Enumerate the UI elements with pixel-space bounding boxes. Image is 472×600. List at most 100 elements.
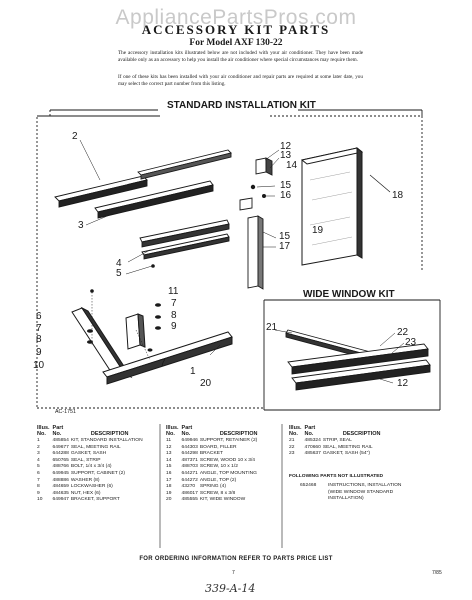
description-cell: BOARD, FILLER [199, 444, 237, 450]
illus-no-cell: 23 [289, 451, 295, 457]
callout-21: 21 [266, 322, 278, 333]
page-title: ACCESSORY KIT PARTS [141, 22, 331, 37]
header-illus: Illus.No. [289, 425, 302, 437]
part-no-cell: 486017 [181, 490, 198, 496]
description-cell: ANGLE, TOP (2) [199, 477, 237, 483]
part-no-cell: 644303 [181, 444, 198, 450]
header-illus: Illus.No. [37, 425, 50, 437]
callout-15a: 15 [280, 180, 292, 191]
callout-2: 2 [72, 131, 78, 142]
callout-12: 12 [280, 141, 292, 152]
wide-window-kit-heading: WIDE WINDOW KIT [303, 289, 395, 300]
callout-14: 14 [286, 160, 298, 171]
description-cell: SEAL, MEETING RAIL [70, 444, 121, 450]
not-illustrated-description: INSTRUCTIONS, INSTALLATION (WIDE WINDOW … [328, 483, 402, 502]
part-no-cell: 644298 [181, 451, 198, 457]
intro-paragraph-2: If one of these kits has been installed … [118, 74, 363, 87]
part-no-cell: 484659 [52, 484, 69, 490]
illus-no-cell: 8 [37, 484, 40, 490]
part-no-cell: 644272 [181, 477, 198, 483]
diagram-code: AC-1751 [55, 409, 76, 415]
illus-no-cell: 11 [166, 438, 172, 443]
callout-12b: 12 [397, 378, 409, 389]
illus-no-cell: 18 [166, 484, 172, 490]
illus-no-cell: 22 [289, 444, 295, 450]
intro-paragraph-1: The accessory installation kits illustra… [118, 50, 363, 63]
header-description: DESCRIPTION [342, 431, 381, 437]
callout-17: 17 [279, 241, 291, 252]
description-cell: GASKET, SASH (54") [322, 451, 370, 457]
callout-7a: 7 [36, 323, 42, 334]
description-cell: SCREW, WOOD 10 x 3/4 [199, 457, 256, 463]
callout-6: 6 [36, 311, 42, 322]
model-subtitle: For Model AXF 130-22 [189, 38, 283, 48]
not-illustrated-part: 652468 [300, 483, 317, 488]
illus-no-cell: 20 [166, 497, 172, 503]
callout-7b: 7 [171, 298, 177, 309]
callout-8b: 8 [171, 310, 177, 321]
part-no-cell: 488703 [181, 464, 198, 470]
description-cell: BRACKET, SUPPORT [70, 497, 120, 503]
ordering-note: FOR ORDERING INFORMATION REFER TO PARTS … [139, 556, 333, 562]
illus-no-cell: 14 [166, 457, 172, 463]
part-no-cell: 644288 [52, 451, 69, 457]
page-number: 7 [232, 570, 235, 576]
description-cell: KIT, WIDE WINDOW [199, 497, 246, 503]
part-no-cell: 644271 [181, 470, 198, 476]
description-cell: NUT, HEX (6) [70, 490, 101, 496]
callout-10: 10 [33, 360, 45, 371]
illus-no-cell: 6 [37, 470, 40, 476]
description-cell: BOLT, 1/4 x 3/4 (4) [70, 464, 112, 470]
illus-no-cell: 9 [37, 490, 40, 496]
callout-8a: 8 [36, 334, 42, 345]
description-cell: SPRING (4) [199, 484, 226, 490]
part-no-cell: 650765 [52, 457, 69, 463]
illus-no-cell: 5 [37, 464, 40, 470]
part-no-cell: 649677 [52, 444, 69, 450]
illus-no-cell: 12 [166, 444, 172, 450]
illus-no-cell: 2 [37, 444, 40, 450]
description-cell: STRIP, SEAL [322, 438, 352, 443]
description-cell: SUPPORT, RETAINER (2) [199, 438, 258, 443]
description-cell: SUPPORT, CABINET (2) [70, 470, 126, 476]
header-illus: Illus.No. [166, 425, 179, 437]
description-cell: KIT, STANDARD INSTALLATION [70, 438, 143, 443]
callout-4a: 4 [116, 258, 122, 269]
illus-no-cell: 17 [166, 477, 172, 483]
illus-no-cell: 10 [37, 497, 43, 503]
illus-no-cell: 3 [37, 451, 40, 457]
description-cell: LOCKWASHER (6) [70, 484, 113, 490]
handwritten-note: 339-A-14 [205, 582, 256, 595]
illus-no-cell: 4 [37, 457, 40, 463]
callout-23: 23 [405, 337, 417, 348]
part-no-cell: 470660 [304, 444, 321, 450]
callout-15b: 15 [279, 231, 291, 242]
part-no-cell: 488886 [52, 477, 69, 483]
illus-no-cell: 1 [37, 438, 40, 443]
header-description: DESCRIPTION [90, 431, 129, 437]
part-no-cell: 484635 [52, 490, 69, 496]
part-no-cell: 485555 [181, 497, 198, 503]
part-no-cell: 485637 [304, 451, 321, 457]
part-no-cell: 43270 [181, 484, 196, 490]
illus-no-cell: 21 [289, 438, 295, 443]
